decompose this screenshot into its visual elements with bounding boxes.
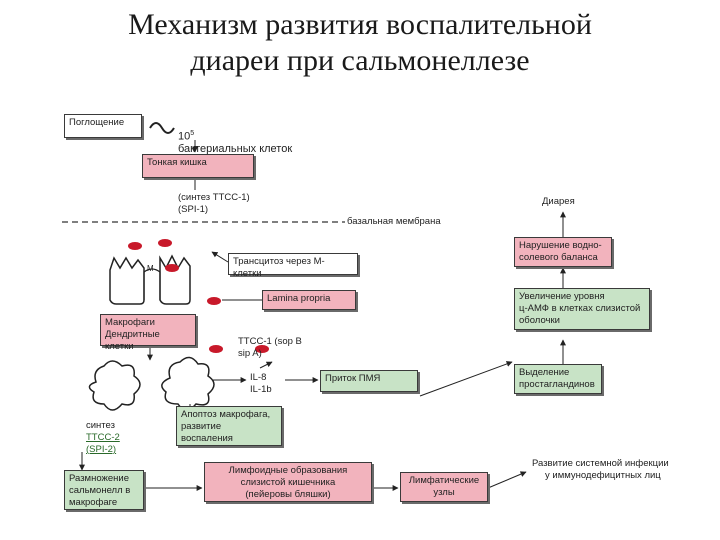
bacterium [207,297,221,305]
arrow-ttss1 [259,361,273,369]
bacteria-count-label: 105 бактериальных клеток [178,116,292,155]
ttss2-synthesis-word: синтез [86,420,115,431]
diarrhea-label: Диарея [542,196,575,207]
bacterium [128,242,142,250]
bacterium [158,239,172,247]
systemic-infection-label: Развитие системной инфекции [532,458,669,469]
epithelial-cell-right [159,254,191,305]
bacteria-count-exp: 5 [190,130,195,137]
epithelial-cell-left [109,256,145,305]
macrophages-box: Макрофаги Дендритные клетки [100,314,196,352]
small-intestine-box: Тонкая кишка [142,154,254,178]
replication-box: Размножение сальмонелл в макрофаге [64,470,144,510]
lymphoid-box: Лимфоидные образования слизистой кишечни… [204,462,372,502]
slide-title-line1: Механизм развития воспалительной [128,8,592,41]
il8-label: IL-8 IL-1b [250,372,272,395]
ttss1-sop-label: ТТСС-1 (sop B sip A) [238,336,302,359]
ingestion-wave [149,122,175,134]
apoptosis-box: Апоптоз макрофага, развитие воспаления [176,406,282,446]
lymph-nodes-box: Лимфатические узлы [400,472,488,502]
bacteria-count-base: 10 [178,130,191,143]
bacterium [255,345,269,353]
pmn-influx-box: Приток ПМЯ [320,370,418,392]
camp-box: Увеличение уровня ц-АМФ в клетках слизис… [514,288,650,330]
bacterium [209,345,223,353]
arrow-pmn-to-prostaglandins [419,361,513,397]
ingestion-box: Поглощение [64,114,142,138]
prostaglandins-box: Выделение простагландинов [514,364,602,394]
basal-membrane-label: базальная мембрана [347,216,441,227]
m-cell-label: M [147,264,154,273]
arrow-to-systemic [487,471,527,489]
lamina-propria-box: Lamina propria [262,290,356,310]
macrophage-right [161,356,215,411]
slide-title-line2: диареи при сальмонеллезе [190,44,530,77]
m-cell [143,268,161,300]
ttss2-code: ТТСС-2 [86,432,120,443]
ttss1-synthesis-label: (синтез ТТСС-1) (SPI-1) [178,192,250,215]
arrow-transcytosis [211,251,229,263]
spi2-label: (SPI-2) [86,444,117,455]
macrophage-left [88,360,141,411]
transcytosis-box: Трансцитоз через М-клетки [228,253,358,279]
water-salt-box: Нарушение водно- солевого баланса [514,237,612,267]
bacterium [165,264,179,272]
bacteria-text: бактериальных клеток [178,142,293,155]
immunodeficient-label: у иммунодефицитных лиц [545,470,661,481]
